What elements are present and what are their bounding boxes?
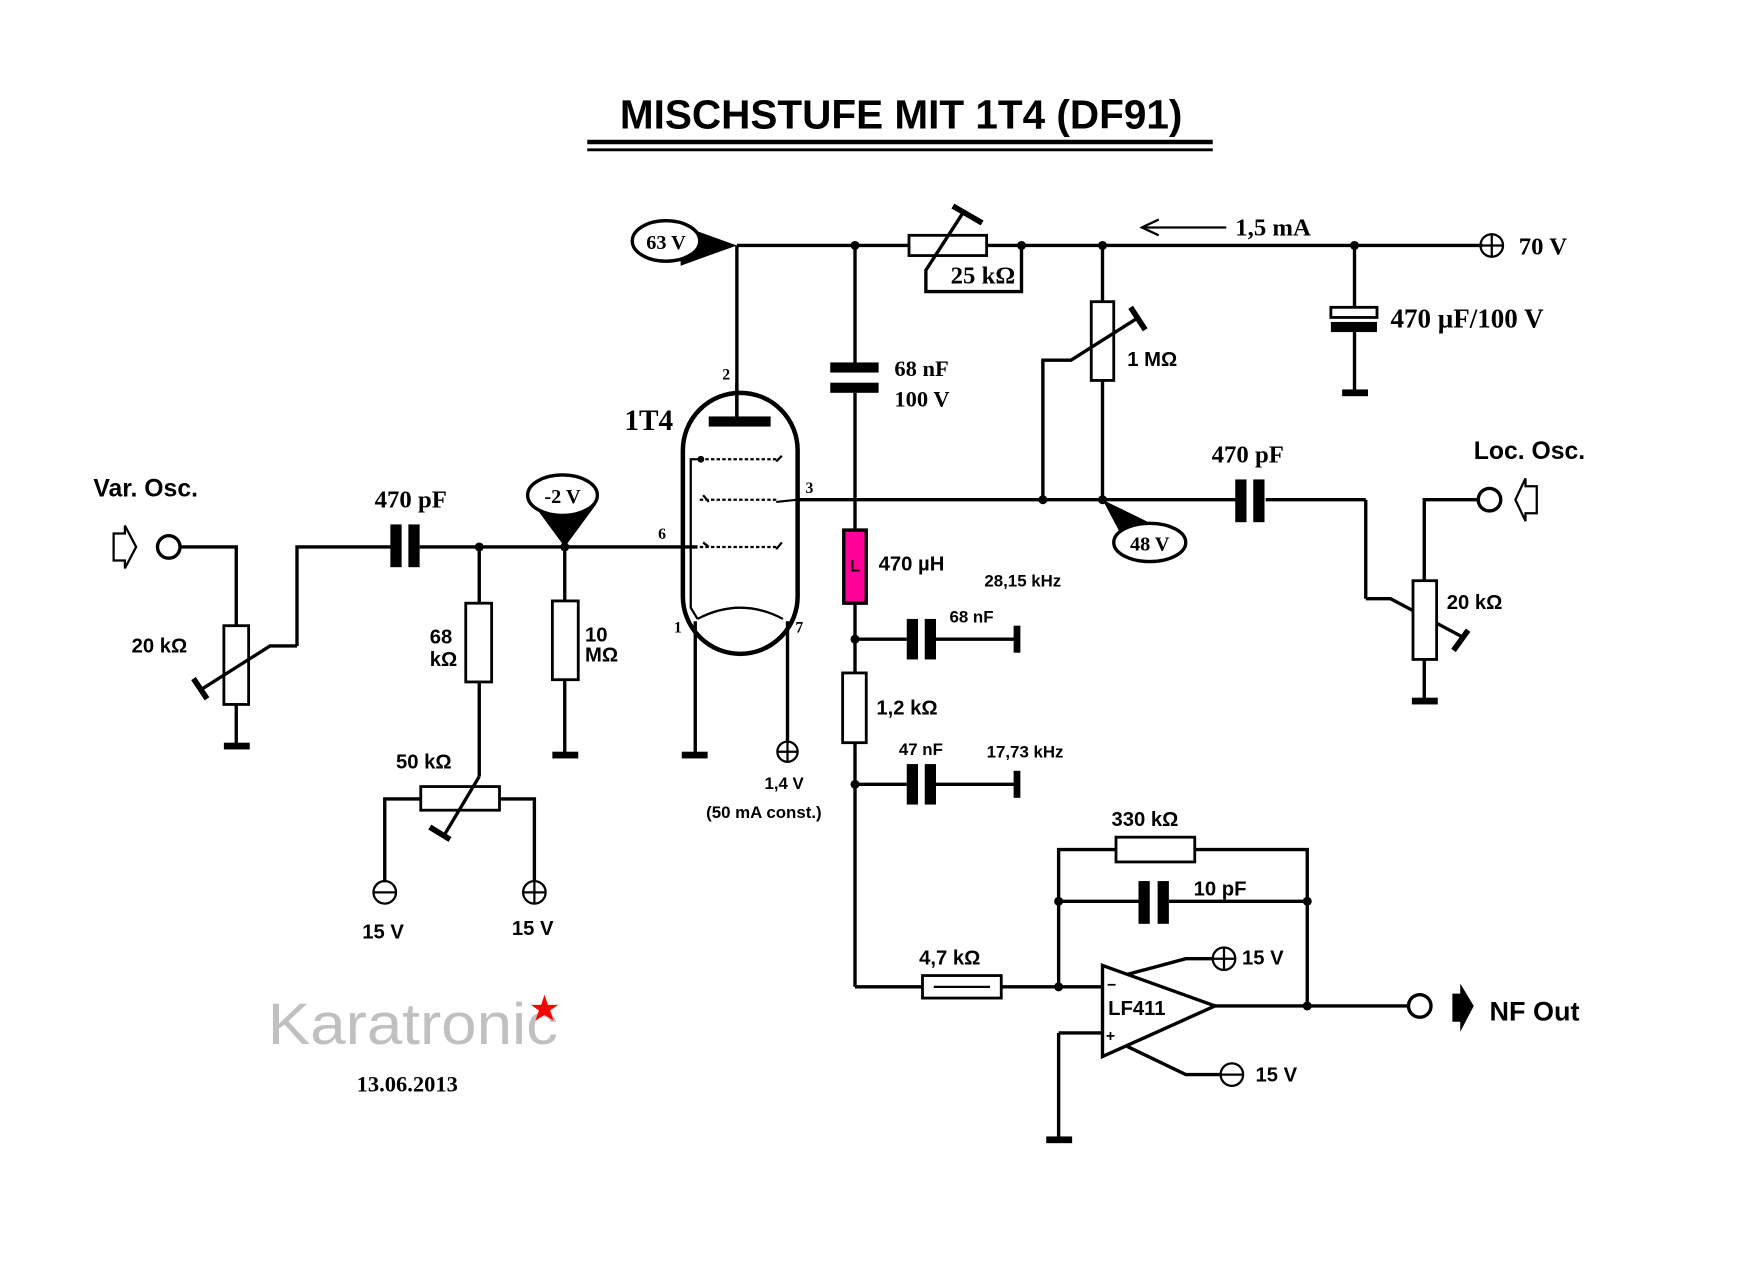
var-osc-capacitor [390, 524, 420, 568]
screen-voltage-probe [1102, 499, 1188, 564]
grid-voltage-probe [525, 473, 600, 547]
svg-text:Karatronic: Karatronic [268, 992, 558, 1057]
anode-capacitor [830, 245, 879, 531]
pin-6: 6 [658, 526, 666, 543]
tube-1t4 [680, 382, 800, 759]
r10m-label-b: MΩ [585, 645, 618, 667]
loc-osc-capacitor [1235, 479, 1265, 523]
minus-terminal-icon [372, 879, 398, 905]
filter-capacitor-1 [850, 618, 1021, 660]
screen-voltage-label: 48 V [1130, 533, 1170, 555]
r68-label-a: 68 [430, 627, 453, 649]
loc-osc-arrow-icon [1514, 477, 1538, 522]
opamp-vneg-label: 15 V [1256, 1064, 1298, 1086]
loc-osc-input[interactable] [1411, 486, 1503, 705]
inductor-label: 470 µH [879, 554, 945, 576]
electrolytic-capacitor [1329, 245, 1379, 397]
pin-7: 7 [795, 619, 803, 636]
feedback-resistor-label: 330 kΩ [1112, 809, 1179, 831]
inductor-symbol: L [850, 557, 860, 576]
opamp-vpos-label: 15 V [1242, 947, 1284, 969]
minus-terminal-icon [1219, 1062, 1245, 1087]
bias-potentiometer[interactable] [383, 775, 537, 883]
anode-cap-voltage: 100 V [894, 386, 949, 411]
freq1-label: 28,15 kHz [984, 571, 1061, 590]
opamp-name: LF411 [1108, 998, 1165, 1020]
output-terminal[interactable] [1406, 993, 1433, 1019]
opamp-minus: − [1107, 977, 1116, 994]
input-resistor-label: 4,7 kΩ [919, 947, 980, 969]
anode-pot-label: 25 kΩ [951, 263, 1016, 290]
electrolytic-label: 470 µF/100 V [1391, 304, 1545, 334]
plus-terminal-icon [522, 879, 547, 905]
anode-voltage-probe [630, 218, 737, 266]
opamp-lf411 [1046, 957, 1409, 1144]
output-label: NF Out [1490, 997, 1580, 1027]
var-osc-arrow-icon [112, 525, 138, 569]
pin-1: 1 [674, 619, 682, 636]
top-rail [736, 240, 1483, 250]
r10m-label-a: 10 [585, 624, 608, 646]
filament-note: (50 mA const.) [706, 803, 822, 822]
current-arrow-icon [1139, 218, 1227, 237]
input-resistor [855, 974, 1103, 1000]
freq2-label: 17,73 kHz [987, 742, 1064, 761]
inductor [842, 528, 868, 673]
karatronic-logo: Karatronic [268, 992, 558, 1057]
bias-pos-label: 15 V [512, 918, 554, 940]
anode-cap-label: 68 nF [894, 356, 948, 381]
grid-resistor-10m [550, 546, 580, 759]
var-osc-label: Var. Osc. [93, 475, 198, 502]
feedback-network [1054, 835, 1312, 1006]
supply-voltage-label: 70 V [1519, 233, 1567, 260]
pin-3: 3 [806, 480, 814, 497]
grid-voltage-label: -2 V [544, 486, 581, 508]
feedback-cap-label: 10 pF [1194, 879, 1247, 901]
output-arrow-icon [1452, 983, 1474, 1032]
screen-potentiometer[interactable] [1041, 245, 1148, 500]
r68-label-b: kΩ [430, 649, 458, 671]
pin-2: 2 [722, 366, 730, 383]
filament-plus-icon [776, 740, 799, 763]
loc-osc-label: Loc. Osc. [1474, 438, 1585, 465]
screen-line [796, 495, 1464, 639]
tube-name: 1T4 [624, 405, 673, 437]
bias-pot-label: 50 kΩ [396, 752, 452, 774]
plus-terminal-icon [1479, 233, 1505, 258]
var-osc-terminal[interactable] [155, 534, 182, 560]
anode-potentiometer[interactable] [907, 203, 1024, 294]
logo-date: 13.06.2013 [357, 1071, 458, 1096]
supply-current-label: 1,5 mA [1235, 214, 1311, 241]
loc-cap-label: 470 pF [1212, 442, 1284, 469]
filament-voltage: 1,4 V [764, 774, 804, 793]
filter-cap2-label: 47 nF [899, 740, 943, 759]
star-icon [531, 994, 558, 1021]
filter-resistor-label: 1,2 kΩ [876, 698, 937, 720]
var-osc-potentiometer[interactable] [191, 624, 298, 750]
anode-voltage-label: 63 V [646, 232, 686, 254]
var-pot-label: 20 kΩ [132, 636, 188, 658]
loc-pot-label: 20 kΩ [1447, 592, 1503, 614]
filter-capacitor-2 [850, 764, 1021, 805]
filter-cap1-label: 68 nF [950, 607, 994, 626]
bias-neg-label: 15 V [362, 921, 404, 943]
grid-resistor-68k [464, 546, 494, 777]
screen-pot-label: 1 MΩ [1127, 349, 1177, 371]
plus-terminal-icon [1211, 946, 1237, 972]
grid-input-line [168, 542, 698, 646]
var-cap-label: 470 pF [375, 487, 447, 514]
page-title: MISCHSTUFE MIT 1T4 (DF91) [620, 91, 1183, 137]
filter-resistor [841, 671, 868, 987]
opamp-plus: + [1106, 1028, 1115, 1045]
